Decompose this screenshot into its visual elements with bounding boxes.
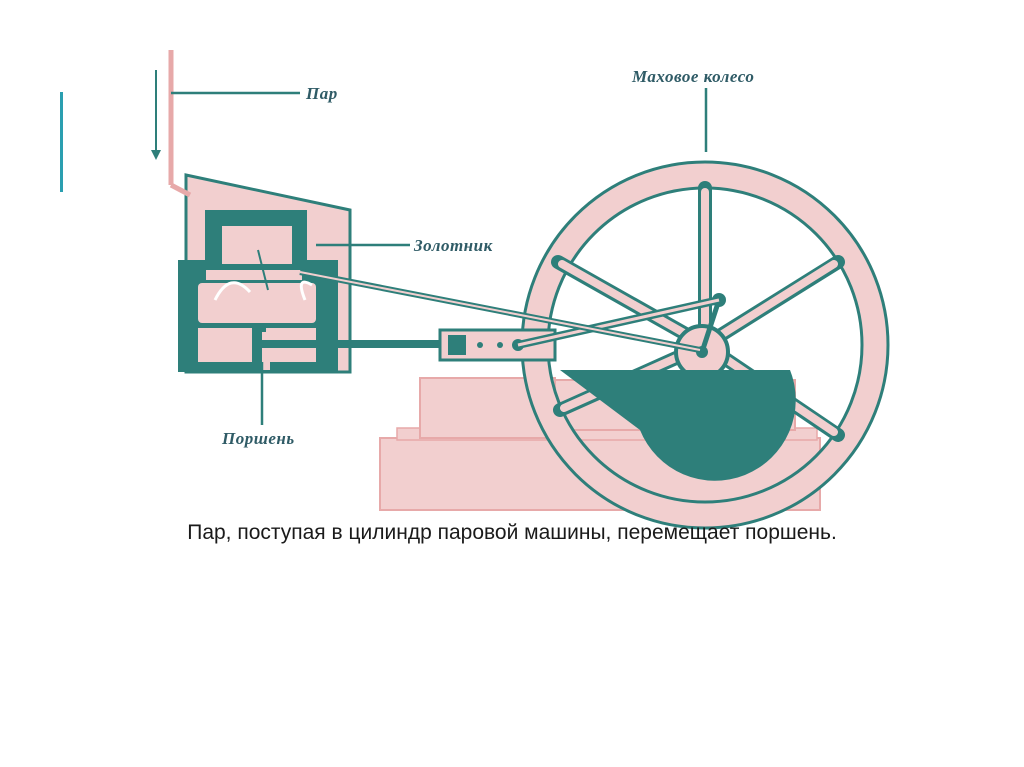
leader-lines <box>171 88 708 425</box>
slide-caption: Пар, поступая в цилиндр паровой машины, … <box>187 521 837 544</box>
accent-bar <box>60 92 63 192</box>
connecting-rod <box>299 269 720 353</box>
label-steam: Пар <box>305 84 338 103</box>
crank-weight <box>560 370 796 481</box>
label-flywheel: Маховое колесо <box>631 67 754 86</box>
steam-pipe <box>151 50 192 198</box>
piston-rod <box>260 328 557 362</box>
label-piston: Поршень <box>221 429 295 448</box>
valve-box <box>205 210 313 301</box>
label-valve: Золотник <box>413 236 493 255</box>
